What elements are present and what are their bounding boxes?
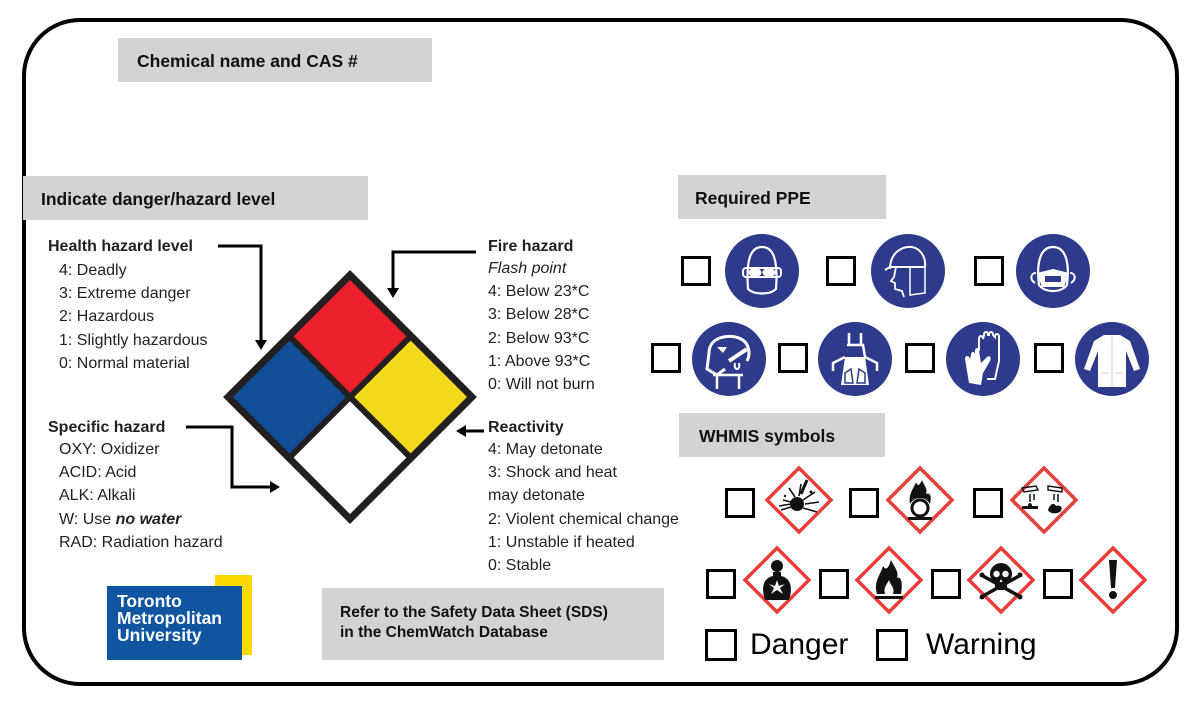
reactivity-level-1: 1: Unstable if heated [488, 533, 635, 551]
label-frame [22, 18, 1179, 686]
specific-arrow [186, 425, 272, 489]
ppe-checkbox-face-shield[interactable] [826, 256, 856, 286]
lab-coat-icon [1075, 322, 1149, 396]
health-level-4: 4: Deadly [59, 262, 127, 279]
fire-level-4: 4: Below 23*C [488, 283, 590, 301]
health-hazard-legend: Health hazard level 4: Deadly 3: Extreme… [48, 238, 208, 375]
specific-water: W: Use no water [59, 508, 223, 531]
logo-text: Toronto Metropolitan University [117, 591, 222, 645]
logo-blue-block [107, 586, 242, 660]
reactivity-legend: Reactivity 4: May detonate 3: Shock and … [488, 419, 679, 577]
health-hazard-icon [742, 545, 812, 615]
reactivity-arrowhead [456, 425, 466, 437]
respirator-icon [692, 322, 766, 396]
sds-note-line-1: Refer to the Safety Data Sheet (SDS) [340, 604, 608, 621]
whmis-checkbox-exploding-bomb[interactable] [725, 488, 755, 518]
health-arrow [218, 244, 263, 342]
fire-level-1: 1: Above 93*C [488, 352, 591, 370]
specific-arrowhead [270, 481, 280, 493]
specific-water-prefix: W: Use [59, 510, 116, 528]
fire-level-3: 3: Below 28*C [488, 306, 590, 324]
warning-checkbox[interactable] [876, 629, 908, 661]
flash-point-subtitle: Flash point [488, 260, 567, 277]
specific-rad: RAD: Radiation hazard [59, 533, 223, 551]
whmis-checkbox-exclamation-mark[interactable] [1043, 569, 1073, 599]
whmis-checkbox-flame[interactable] [819, 569, 849, 599]
health-level-1: 1: Slightly hazardous [59, 331, 208, 349]
whmis-section-header: WHMIS symbols [679, 413, 885, 457]
ppe-checkbox-apron[interactable] [778, 343, 808, 373]
reactivity-level-0: 0: Stable [488, 557, 552, 575]
chemical-name-field[interactable]: Chemical name and CAS # [118, 38, 432, 82]
whmis-checkbox-corrosion[interactable] [973, 488, 1003, 518]
nfpa-divider [286, 333, 414, 461]
whmis-section-title: WHMIS symbols [699, 426, 836, 446]
health-level-2: 2: Hazardous [59, 308, 155, 326]
whmis-checkbox-skull-crossbones[interactable] [931, 569, 961, 599]
fire-hazard-legend: Fire hazard Flash point 4: Below 23*C 3:… [488, 238, 595, 396]
sds-note: Refer to the Safety Data Sheet (SDS) in … [322, 588, 664, 660]
reactivity-level-2: 2: Violent chemical change [488, 510, 679, 528]
ppe-checkbox-gloves[interactable] [905, 343, 935, 373]
fire-arrow [391, 250, 476, 290]
apron-icon [818, 322, 892, 396]
sds-note-line-2: in the ChemWatch Database [340, 624, 548, 641]
fire-level-0: 0: Will not burn [488, 376, 595, 394]
fire-level-2: 2: Below 93*C [488, 329, 590, 347]
ppe-checkbox-respirator[interactable] [651, 343, 681, 373]
warning-label: Warning [926, 628, 1037, 661]
exclamation-mark-icon [1078, 545, 1148, 615]
specific-oxy: OXY: Oxidizer [59, 441, 160, 458]
danger-checkbox[interactable] [705, 629, 737, 661]
dust-mask-icon [1016, 234, 1090, 308]
reactivity-title: Reactivity [488, 419, 564, 436]
reactivity-level-3: 3: Shock and heat [488, 464, 617, 482]
specific-alk: ALK: Alkali [59, 487, 136, 505]
hazard-section-header: Indicate danger/hazard level [23, 176, 368, 220]
ppe-section-header: Required PPE [678, 175, 886, 219]
whmis-checkbox-health-hazard[interactable] [706, 569, 736, 599]
nfpa-diamond-outline [223, 270, 477, 524]
corrosion-icon [1009, 465, 1079, 535]
health-hazard-title: Health hazard level [48, 238, 193, 255]
health-level-0: 0: Normal material [59, 354, 190, 372]
reactivity-level-3-cont: may detonate [488, 487, 585, 505]
safety-goggles-icon [725, 234, 799, 308]
exploding-bomb-icon [764, 465, 834, 535]
chemical-name-label: Chemical name and CAS # [137, 51, 358, 71]
logo-line-1: Toronto [117, 591, 182, 611]
ppe-checkbox-dust-mask[interactable] [974, 256, 1004, 286]
ppe-section-title: Required PPE [695, 188, 811, 208]
face-shield-icon [871, 234, 945, 308]
hazard-section-title: Indicate danger/hazard level [41, 189, 276, 209]
specific-acid: ACID: Acid [59, 464, 137, 482]
health-level-3: 3: Extreme danger [59, 285, 191, 303]
flame-over-circle-icon [885, 465, 955, 535]
logo-line-3: University [117, 625, 202, 645]
fire-hazard-title: Fire hazard [488, 238, 574, 255]
reactivity-level-4: 4: May detonate [488, 441, 603, 458]
specific-hazard-title: Specific hazard [48, 419, 166, 436]
ppe-checkbox-lab-coat[interactable] [1034, 343, 1064, 373]
specific-water-emphasis: no water [115, 510, 182, 528]
specific-hazard-legend: Specific hazard OXY: Oxidizer ACID: Acid… [48, 419, 223, 554]
skull-crossbones-icon [966, 545, 1036, 615]
whmis-checkbox-flame-over-circle[interactable] [849, 488, 879, 518]
logo-line-2: Metropolitan [117, 608, 222, 628]
nfpa-diagram [186, 244, 484, 524]
health-arrowhead [255, 340, 267, 350]
flame-icon [854, 545, 924, 615]
danger-label: Danger [750, 628, 849, 661]
ppe-checkbox-safety-goggles[interactable] [681, 256, 711, 286]
gloves-icon [946, 322, 1020, 396]
fire-arrowhead [387, 288, 399, 298]
